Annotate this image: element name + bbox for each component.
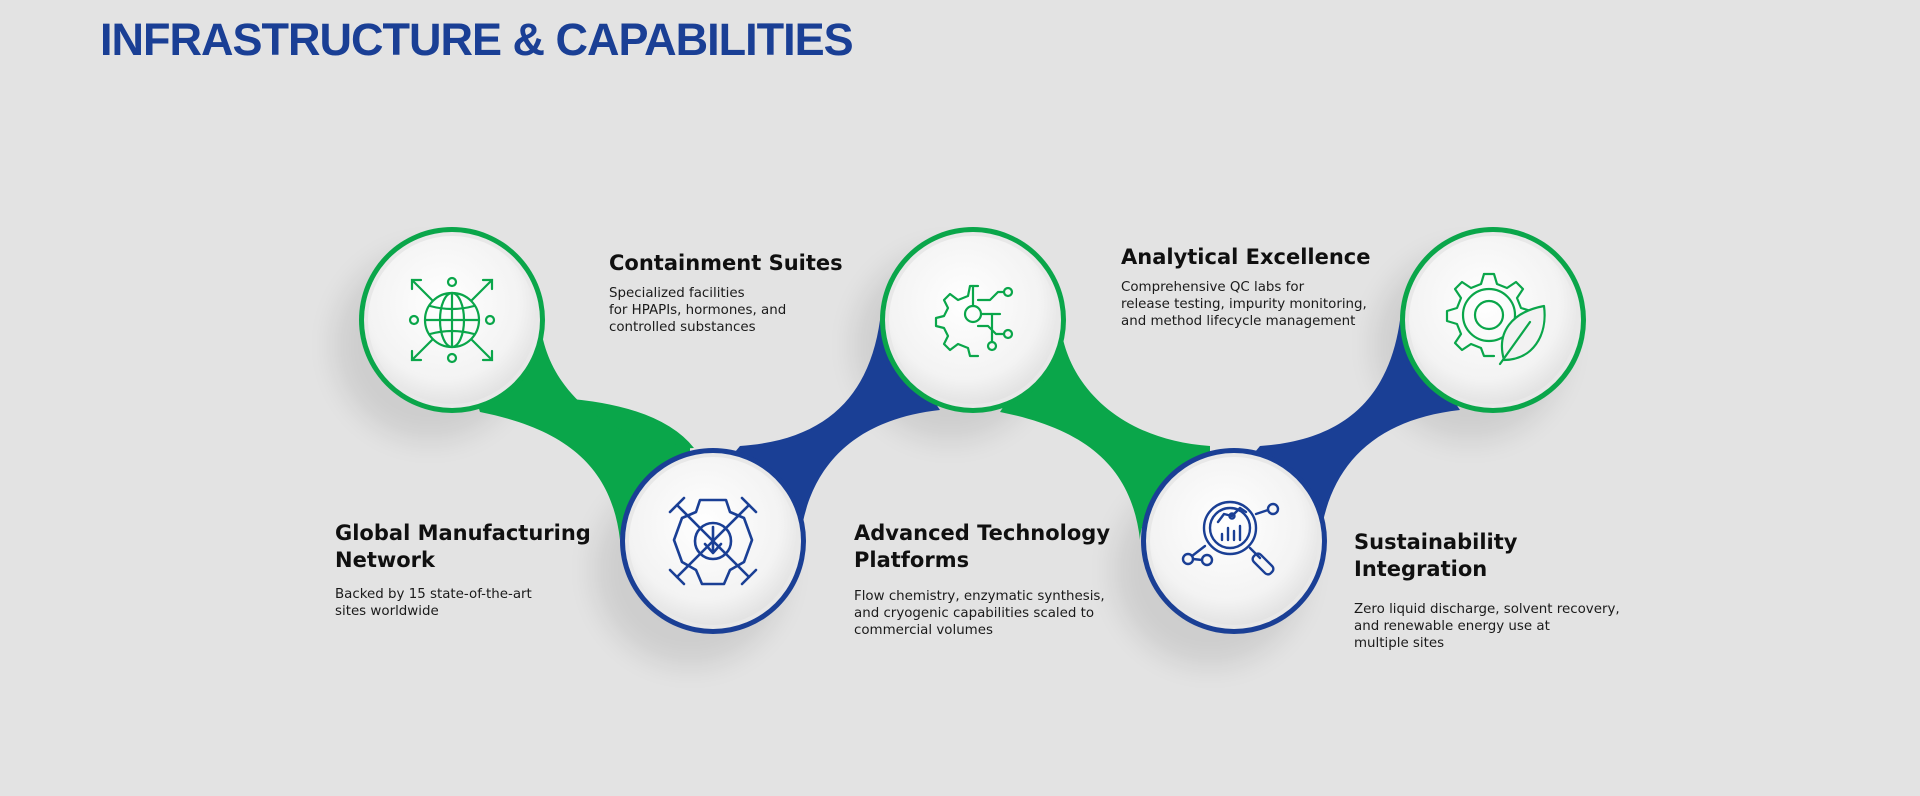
step-title-5: Sustainability Integration (1354, 530, 1518, 581)
step-description-3: Flow chemistry, enzymatic synthesis, and… (854, 589, 1105, 638)
step-caption-3: Advanced Technology Platforms Flow chemi… (854, 520, 1114, 639)
connector-1-2 (452, 320, 694, 452)
step-title-4: Analytical Excellence (1121, 245, 1371, 269)
step-description-5: Zero liquid discharge, solvent recovery,… (1354, 602, 1620, 651)
step-node-3 (880, 227, 1066, 413)
connector-3-4 (1000, 320, 1210, 540)
step-caption-5: Sustainability Integration Zero liquid d… (1354, 529, 1644, 652)
analytics-magnifier-icon (1181, 500, 1280, 576)
step-caption-2: Containment Suites Specialized facilitie… (609, 250, 849, 336)
step-title-3: Advanced Technology Platforms (854, 521, 1111, 572)
globe-network-icon (408, 276, 496, 364)
containment-gear-icon (668, 496, 758, 586)
gear-leaf-icon (1445, 272, 1546, 366)
connector-1-2-body (480, 320, 690, 540)
step-title-1: Global Manufacturing Network (335, 521, 591, 572)
step-description-2: Specialized facilities for HPAPIs, hormo… (609, 286, 787, 335)
page-title: INFRASTRUCTURE & CAPABILITIES (100, 14, 854, 65)
step-description-4: Comprehensive QC labs for release testin… (1121, 280, 1367, 329)
step-node-5 (1400, 227, 1586, 413)
step-caption-1: Global Manufacturing Network Backed by 1… (335, 520, 595, 620)
step-title-2: Containment Suites (609, 251, 843, 275)
step-description-1: Backed by 15 state-of-the-art sites worl… (335, 587, 532, 619)
tech-circuit-gear-icon (934, 284, 1014, 358)
step-caption-4: Analytical Excellence Comprehensive QC l… (1121, 244, 1391, 330)
